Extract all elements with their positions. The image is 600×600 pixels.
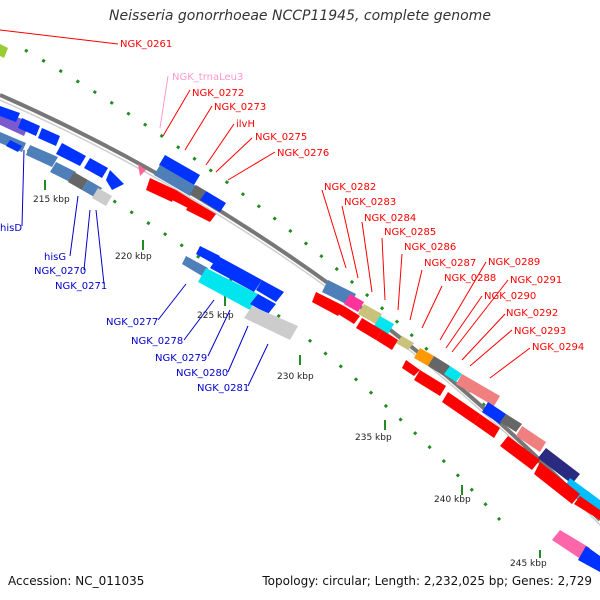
gene-label: NGK_0287 [424, 258, 476, 269]
gene-label: NGK_0278 [131, 336, 183, 347]
gene-label: NGK_0284 [364, 213, 416, 224]
gene-label: NGK_0281 [197, 383, 249, 394]
gene-edge [0, 44, 8, 58]
gene-label: NGK_0282 [324, 182, 376, 193]
gene-label-trna: NGK_trnaLeu3 [172, 72, 243, 83]
tick-label: 215 kbp [33, 195, 70, 205]
gene-label: hisG [44, 252, 66, 263]
gene-label: NGK_0261 [120, 39, 172, 50]
gene-label: NGK_0275 [255, 132, 307, 143]
tick-label: 235 kbp [355, 433, 392, 443]
tick-label: 220 kbp [115, 252, 152, 262]
gene-label: NGK_0289 [488, 257, 540, 268]
gene-label: NGK_0272 [192, 88, 244, 99]
gene-label: NGK_0270 [34, 266, 86, 277]
gene-label: NGK_0285 [384, 227, 436, 238]
gene-labels-reverse: hisD hisG NGK_0270 NGK_0271 NGK_0277 NGK… [0, 223, 249, 394]
gene-label: NGK_0293 [514, 326, 566, 337]
gene-label: NGK_0277 [106, 317, 158, 328]
gene-label: NGK_0292 [506, 308, 558, 319]
gene-cluster-middle [182, 246, 298, 340]
gene-label: NGK_0290 [484, 291, 536, 302]
gene-label: ilvH [236, 119, 255, 130]
scale-ticks: 215 kbp 220 kbp 225 kbp 230 kbp 235 kbp … [33, 180, 547, 569]
dotted-track-inner [9, 138, 502, 522]
gene-cluster-right [312, 280, 600, 572]
tick-label: 230 kbp [277, 372, 314, 382]
gene-label: NGK_0294 [532, 342, 584, 353]
leader-lines-reverse [21, 149, 269, 387]
dotted-track-outer [24, 48, 562, 487]
leader-lines-forward [0, 29, 531, 379]
tick-label: 225 kbp [197, 311, 234, 321]
gene-label: NGK_0276 [277, 148, 329, 159]
gene-cluster-ilv [138, 155, 226, 222]
accession-label: Accession: NC_011035 [8, 574, 145, 588]
leader-line-trna [159, 75, 169, 129]
gene-labels-forward: NGK_0261 NGK_trnaLeu3 NGK_0272 NGK_0273 … [120, 39, 584, 353]
gene-label: NGK_0280 [176, 368, 228, 379]
gene-label: NGK_0291 [510, 275, 562, 286]
gene-label: hisD [0, 223, 22, 234]
tick-label: 240 kbp [434, 495, 471, 505]
gene-label: NGK_0273 [214, 102, 266, 113]
gene-label: NGK_0271 [55, 281, 107, 292]
genome-summary: Topology: circular; Length: 2,232,025 bp… [262, 574, 592, 588]
gene-label: NGK_0283 [344, 197, 396, 208]
gene-label: NGK_0288 [444, 273, 496, 284]
tick-label: 245 kbp [510, 559, 547, 569]
gene-cluster-left [0, 106, 124, 206]
map-title: Neisseria gonorrhoeae NCCP11945, complet… [109, 8, 491, 24]
gene-label: NGK_0279 [155, 353, 207, 364]
gene-label: NGK_0286 [404, 242, 456, 253]
